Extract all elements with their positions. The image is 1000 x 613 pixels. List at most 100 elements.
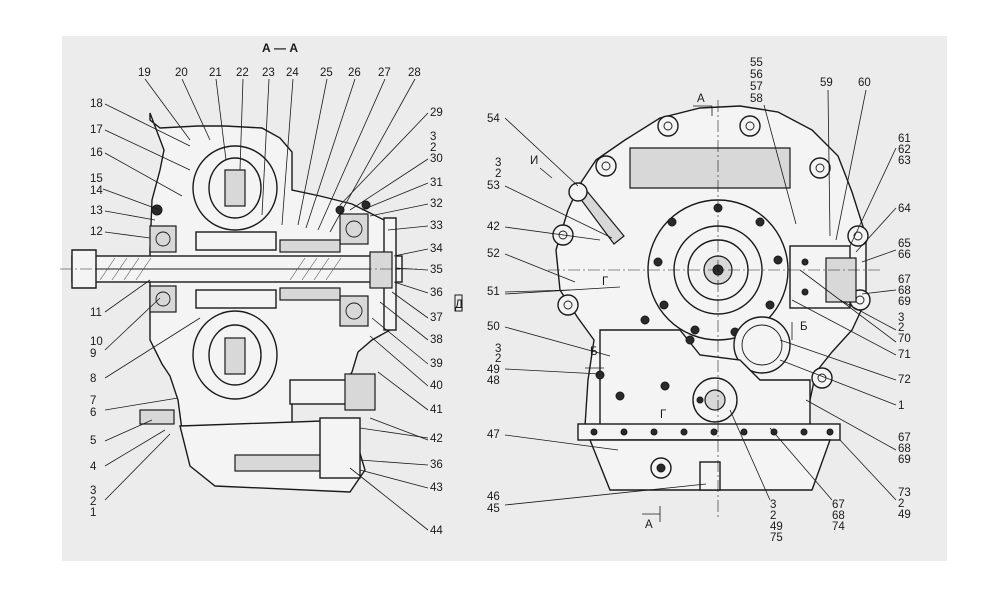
callout-label: 49 [898,509,911,521]
callout-label: 34 [430,243,443,255]
left-side-labels: 18 17 16 15 14 13 12 11 10 9 8 7 6 5 4 3… [90,98,103,519]
callout-label: 16 [90,147,103,159]
callout-label: 73 [898,487,911,499]
callout-label: 2 [898,322,904,334]
callout-label: 41 [430,404,443,416]
view-mark-i-top: И [530,155,538,167]
callout-label: 19 [138,67,151,79]
bearing-lower-left [149,285,177,313]
callout-label: 24 [286,67,299,79]
callout-label: 44 [430,525,443,537]
callout-label: 3 [770,499,776,511]
bearing-upper-right [339,213,369,245]
view-mark-a-bottom: А [645,519,653,531]
callout-label: 37 [430,312,443,324]
section-marker-box [454,294,463,312]
callout-label: 42 [430,433,443,445]
right-left-labels: 54 3 2 53 42 52 51 50 3 2 49 48 47 46 45 [487,113,501,515]
callout-label: 67 [898,432,911,444]
callout-label: 57 [750,81,763,93]
left-right-leaders [339,112,429,531]
callout-label: 62 [898,144,911,156]
callout-label: 23 [262,67,275,79]
callout-label: 3 [495,157,501,169]
callout-label: 68 [832,510,845,522]
callout-label: 50 [487,321,500,333]
lower-bolts [595,315,704,404]
callout-label: 27 [378,67,391,79]
left-top-labels: 19 20 21 22 23 24 25 26 27 28 [138,67,421,79]
left-top-leaders [144,78,416,233]
callout-label: 70 [898,333,911,345]
upper-blade [224,169,246,207]
callout-label: 55 [750,57,763,69]
callout-label: 53 [487,180,500,192]
left-side-leaders [102,103,201,501]
callout-label: 38 [430,334,443,346]
callout-label: 66 [898,249,911,261]
callout-label: 71 [898,349,911,361]
callout-label: 2 [495,168,501,180]
callout-label: 18 [90,98,103,110]
hub-upper [195,231,277,251]
callout-label: 3 [898,312,904,324]
callout-label: 49 [487,364,500,376]
valve-cap [825,257,857,303]
right-top-leaders [763,89,867,241]
callout-label: 56 [750,69,763,81]
callout-label: 22 [236,67,249,79]
callout-label: 7 [90,395,96,407]
callout-label: 12 [90,226,103,238]
callout-label: 25 [320,67,333,79]
callout-label: 11 [90,307,102,319]
callout-label: 69 [898,454,911,466]
callout-label: 10 [90,336,103,348]
front-view [548,100,880,520]
view-mark-b-left: Б [590,346,598,358]
callout-label: 2 [430,142,436,154]
callout-label: 3 [495,343,501,355]
right-bottom-leaders [729,409,833,501]
callout-label: 2 [495,353,501,365]
callout-label: 54 [487,113,500,125]
view-mark-b-right: Б [800,321,808,333]
lower-gear [344,373,376,411]
callout-label: 30 [430,153,443,165]
top-window [629,147,791,189]
callout-label: 64 [898,203,911,215]
callout-label: 46 [487,491,500,503]
callout-label: 1 [90,507,96,519]
clutch-pack-lower [279,287,341,301]
callout-label: 67 [898,274,911,286]
cover-bolts [653,203,783,337]
view-marks: А А Б Б Г Г И Д [455,93,808,531]
callout-label: 60 [858,77,871,89]
callout-label: 8 [90,373,96,385]
callout-label: 51 [487,286,500,298]
callout-label: 29 [430,107,443,119]
filler-neck [699,461,721,491]
callout-label: 48 [487,375,500,387]
callout-label: 4 [90,461,97,473]
callout-label: 75 [770,532,783,544]
callout-label: 26 [348,67,361,79]
callout-label: 68 [898,443,911,455]
drain-plug [139,409,175,425]
callout-label: 39 [430,358,443,370]
callout-label: 31 [430,177,443,189]
section-title: А — А [262,41,298,55]
callout-label: 20 [175,67,188,79]
callout-label: 13 [90,205,103,217]
view-mark-d-box: Д [455,299,463,311]
right-right-labels: 61 62 63 64 65 66 67 68 69 3 2 70 71 72 … [898,133,911,521]
callout-label: 15 [90,173,103,185]
clutch-pack-upper [279,239,341,253]
pump-body [319,417,361,479]
callout-label: 5 [90,435,96,447]
callout-label: 59 [820,77,833,89]
output-nut [369,251,393,289]
bearing-upper-left [149,225,177,253]
view-mark-a-top: А [697,93,705,105]
section-view-a-a [60,112,420,493]
